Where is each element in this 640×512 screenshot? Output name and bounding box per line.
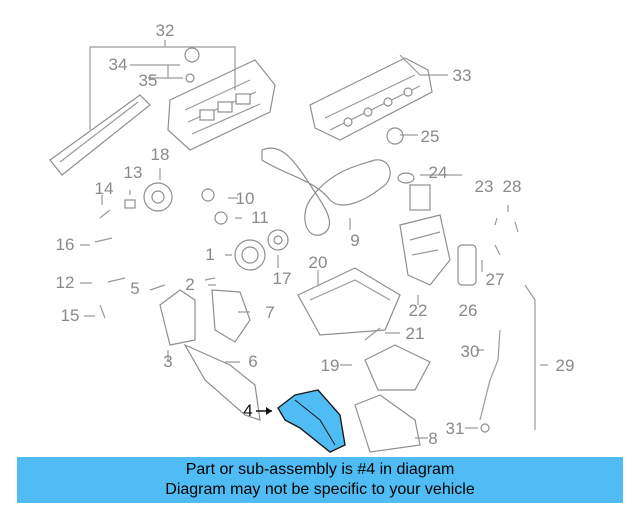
left-valve-cover — [167, 59, 276, 151]
callout-31: 31 — [446, 419, 465, 438]
callout-18: 18 — [151, 145, 170, 164]
callout-10: 10 — [236, 189, 255, 208]
callout-7: 7 — [265, 303, 274, 322]
callout-4: 4 — [243, 401, 252, 420]
timing-cover-6 — [183, 343, 261, 421]
timing-cover-8 — [354, 394, 421, 453]
callout-19: 19 — [321, 356, 340, 375]
callout-11: 11 — [251, 208, 269, 227]
callout-5: 5 — [130, 279, 139, 298]
timing-cover-7 — [211, 289, 251, 343]
timing-belt — [261, 147, 391, 236]
callout-1: 1 — [205, 245, 214, 264]
timing-cover-3 — [159, 289, 196, 346]
camshaft-sprocket — [143, 182, 173, 212]
callout-35: 35 — [139, 71, 158, 90]
banner-line-2: Diagram may not be specific to your vehi… — [165, 481, 475, 498]
callout-6: 6 — [248, 352, 257, 371]
callout-12: 12 — [56, 273, 75, 292]
banner-line-1: Part or sub-assembly is #4 in diagram — [185, 461, 455, 478]
callout-15: 15 — [61, 306, 80, 325]
callout-34: 34 — [109, 55, 128, 74]
oil-pan-upper — [297, 267, 401, 336]
callout-30: 30 — [461, 342, 480, 361]
callout-13: 13 — [124, 163, 143, 182]
callout-24: 24 — [429, 163, 448, 182]
callout-8: 8 — [428, 429, 437, 448]
callout-3: 3 — [163, 352, 172, 371]
callout-25: 25 — [421, 127, 440, 146]
callout-21: 21 — [406, 324, 425, 343]
crankshaft-pulley — [234, 229, 289, 271]
callout-23: 23 — [475, 177, 494, 196]
oil-pan-lower — [364, 344, 431, 391]
cover-26 — [457, 244, 477, 286]
callout-14: 14 — [95, 179, 114, 198]
dipstick-29 — [524, 284, 536, 430]
gasket-strip — [49, 94, 151, 176]
part-4-highlighted[interactable] — [277, 389, 346, 453]
callout-29: 29 — [556, 356, 575, 375]
callout-32: 32 — [156, 21, 175, 40]
oil-pump-housing — [399, 214, 451, 286]
info-banner: Part or sub-assembly is #4 in diagram Di… — [17, 457, 623, 503]
callout-9: 9 — [350, 231, 359, 250]
callout-27: 27 — [486, 270, 505, 289]
callout-22: 22 — [409, 301, 428, 320]
callout-17: 17 — [273, 269, 292, 288]
callout-33: 33 — [453, 66, 472, 85]
callout-2: 2 — [185, 275, 194, 294]
right-valve-cover — [309, 57, 433, 141]
callout-16: 16 — [56, 235, 75, 254]
callout-20: 20 — [309, 253, 328, 272]
callout-26: 26 — [459, 301, 478, 320]
oil-filter — [397, 172, 431, 211]
callout-28: 28 — [503, 177, 522, 196]
